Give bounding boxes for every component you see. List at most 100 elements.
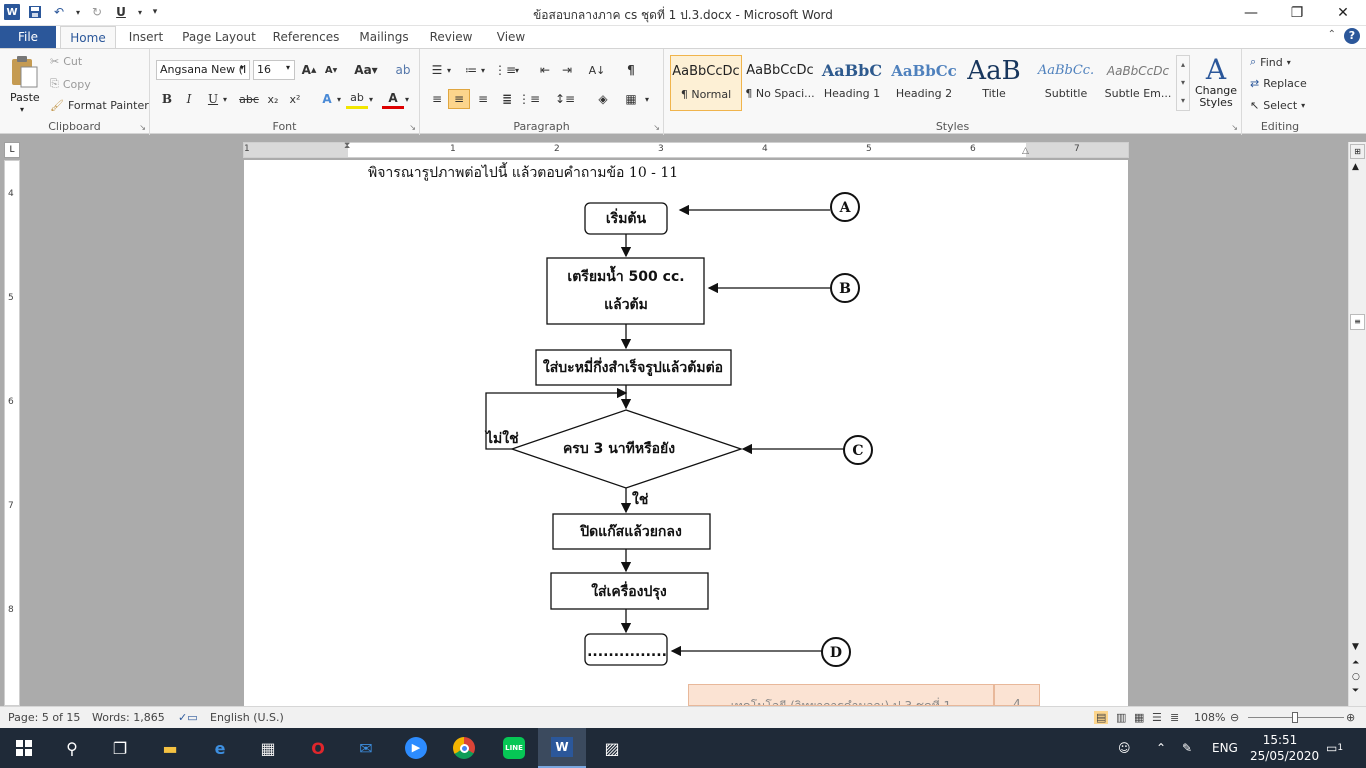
style-title[interactable]: AaB Title — [967, 56, 1021, 100]
edge-icon[interactable]: e — [214, 738, 226, 758]
paste-dropdown-icon[interactable]: ▾ — [20, 105, 25, 114]
full-screen-reading-icon[interactable]: ▥ — [1116, 711, 1127, 724]
previous-page-icon[interactable]: ⏶ — [1352, 658, 1360, 668]
style-normal[interactable]: AaBbCcDc ¶ Normal — [670, 55, 742, 111]
underline-icon[interactable]: U — [207, 92, 219, 106]
show-formatting-icon[interactable]: ¶ — [627, 63, 635, 77]
paste-icon[interactable] — [8, 55, 40, 89]
style-no-spacing[interactable]: AaBbCcDc ¶ No Spaci... — [745, 63, 815, 100]
web-layout-icon[interactable]: ▦ — [1134, 711, 1145, 724]
find-button[interactable]: ⌕Find▾ — [1250, 55, 1291, 69]
align-right-icon[interactable]: ≡ — [477, 92, 489, 106]
zoom-slider-thumb[interactable] — [1292, 712, 1298, 723]
font-color-icon[interactable]: A — [382, 89, 404, 109]
strikethrough-icon[interactable]: abc — [239, 92, 259, 106]
file-explorer-icon[interactable]: ▬ — [162, 738, 178, 758]
tab-home[interactable]: Home — [60, 26, 116, 48]
bullets-icon[interactable]: ☰ — [431, 63, 443, 77]
help-icon[interactable]: ? — [1344, 28, 1360, 44]
restore-icon[interactable]: ❐ — [1290, 5, 1304, 21]
increase-indent-icon[interactable]: ⇥ — [561, 63, 573, 77]
dialog-launcher-icon[interactable]: ↘ — [139, 123, 146, 132]
copy-button[interactable]: ⎘Copy — [50, 77, 91, 91]
photos-icon[interactable]: ▨ — [604, 738, 620, 758]
zoom-out-icon[interactable]: ⊖ — [1230, 711, 1240, 724]
scroll-down-icon[interactable]: ▼ — [1352, 642, 1359, 652]
chrome-icon[interactable] — [440, 728, 488, 768]
sort-icon[interactable]: A↓ — [588, 63, 606, 77]
multilevel-list-icon[interactable]: ⋮≡ — [493, 63, 517, 77]
right-indent-marker-icon[interactable]: △ — [1022, 146, 1029, 156]
draft-icon[interactable]: ≣ — [1170, 711, 1180, 724]
mail-icon[interactable]: ✉ — [359, 738, 373, 758]
line-spacing-icon[interactable]: ↕≡ — [554, 92, 576, 106]
tab-review[interactable]: Review — [429, 30, 473, 44]
style-subtle-emphasis[interactable]: AaBbCcDc Subtle Em... — [1104, 64, 1172, 100]
print-layout-icon[interactable]: ▤ — [1094, 711, 1109, 724]
dialog-launcher-icon[interactable]: ↘ — [409, 123, 416, 132]
borders-dropdown-icon[interactable]: ▾ — [644, 94, 649, 104]
view-ruler-icon[interactable]: ⊞ — [1350, 144, 1365, 159]
decrease-indent-icon[interactable]: ⇤ — [539, 63, 551, 77]
numbering-icon[interactable]: ≔ — [465, 63, 477, 77]
outline-icon[interactable]: ☰ — [1152, 711, 1162, 724]
dialog-launcher-icon[interactable]: ↘ — [1231, 123, 1238, 132]
styles-scroll[interactable]: ▴▾▾ — [1176, 55, 1190, 111]
tab-insert[interactable]: Insert — [128, 30, 164, 44]
save-icon[interactable] — [26, 3, 44, 21]
clear-formatting-icon[interactable]: ab — [395, 63, 411, 77]
show-hidden-icons[interactable]: ⌃ — [1156, 741, 1167, 755]
pen-icon[interactable]: ✎ — [1182, 741, 1193, 755]
browse-object-icon[interactable]: ○ — [1352, 672, 1360, 682]
underline-qat-icon[interactable]: U — [116, 5, 126, 19]
format-painter-button[interactable]: 🖌Format Painter — [50, 99, 149, 112]
justify-icon[interactable]: ≣ — [501, 92, 513, 106]
numbering-dropdown-icon[interactable]: ▾ — [480, 65, 485, 75]
subscript-icon[interactable]: x₂ — [267, 92, 279, 106]
cut-button[interactable]: ✂Cut — [50, 55, 83, 68]
minimize-icon[interactable]: — — [1244, 5, 1258, 21]
style-heading-2[interactable]: AaBbCc Heading 2 — [891, 62, 957, 100]
clock[interactable]: 15:51 25/05/2020 — [1250, 733, 1320, 763]
dialog-launcher-icon[interactable]: ↘ — [653, 123, 660, 132]
font-size-box[interactable]: 16 — [253, 60, 295, 80]
text-effects-dropdown-icon[interactable]: ▾ — [336, 94, 341, 104]
change-case-icon[interactable]: Aa▾ — [354, 63, 378, 77]
search-icon[interactable]: ⚲ — [66, 738, 78, 758]
align-left-icon[interactable]: ≡ — [431, 92, 443, 106]
word-taskbar-icon[interactable]: W — [538, 728, 586, 768]
highlight-icon[interactable]: ab — [346, 89, 368, 109]
scroll-up-icon[interactable]: ▲ — [1352, 162, 1359, 172]
highlight-dropdown-icon[interactable]: ▾ — [368, 94, 373, 104]
italic-icon[interactable]: I — [186, 92, 192, 106]
page-count[interactable]: Page: 5 of 15 — [8, 711, 81, 724]
font-name-box[interactable]: Angsana New (I — [156, 60, 250, 80]
zoom-app-icon[interactable]: ▶ — [392, 728, 440, 768]
document-page[interactable]: พิจารณารูปภาพต่อไปนี้ แล้วตอบคำถามข้อ 10… — [244, 160, 1128, 706]
tab-references[interactable]: References — [272, 30, 340, 44]
shading-icon[interactable]: ◈ — [598, 92, 608, 106]
text-effects-icon[interactable]: A — [322, 92, 332, 106]
people-icon[interactable]: ☺ — [1118, 741, 1131, 755]
grow-font-icon[interactable]: A▲ — [301, 63, 317, 77]
select-button[interactable]: ↖Select▾ — [1250, 99, 1306, 112]
tab-page-layout[interactable]: Page Layout — [182, 30, 256, 44]
tab-file[interactable]: File — [0, 26, 56, 48]
word-logo-icon[interactable]: W — [4, 4, 20, 20]
zoom-level[interactable]: 108% — [1194, 711, 1226, 724]
opera-icon[interactable]: O — [311, 738, 325, 758]
vertical-scrollbar[interactable]: ⊞ ▲ ≡ ▼ ⏶ ○ ⏷ — [1348, 142, 1366, 706]
tab-view[interactable]: View — [496, 30, 526, 44]
font-color-dropdown-icon[interactable]: ▾ — [404, 94, 409, 104]
font-name-dropdown-icon[interactable]: ▾ — [240, 63, 245, 72]
tab-selector[interactable]: L — [4, 142, 20, 158]
borders-icon[interactable]: ▦ — [625, 92, 637, 106]
word-count[interactable]: Words: 1,865 — [92, 711, 165, 724]
proofing-icon[interactable]: ✓▭ — [178, 711, 198, 724]
dropdown-arrow-icon[interactable]: ▾ — [75, 7, 80, 17]
font-size-dropdown-icon[interactable]: ▾ — [286, 63, 291, 72]
zoom-in-icon[interactable]: ⊕ — [1346, 711, 1356, 724]
close-icon[interactable]: ✕ — [1337, 5, 1349, 21]
shrink-font-icon[interactable]: A▼ — [324, 64, 338, 76]
style-heading-1[interactable]: AaBbC Heading 1 — [821, 61, 883, 100]
